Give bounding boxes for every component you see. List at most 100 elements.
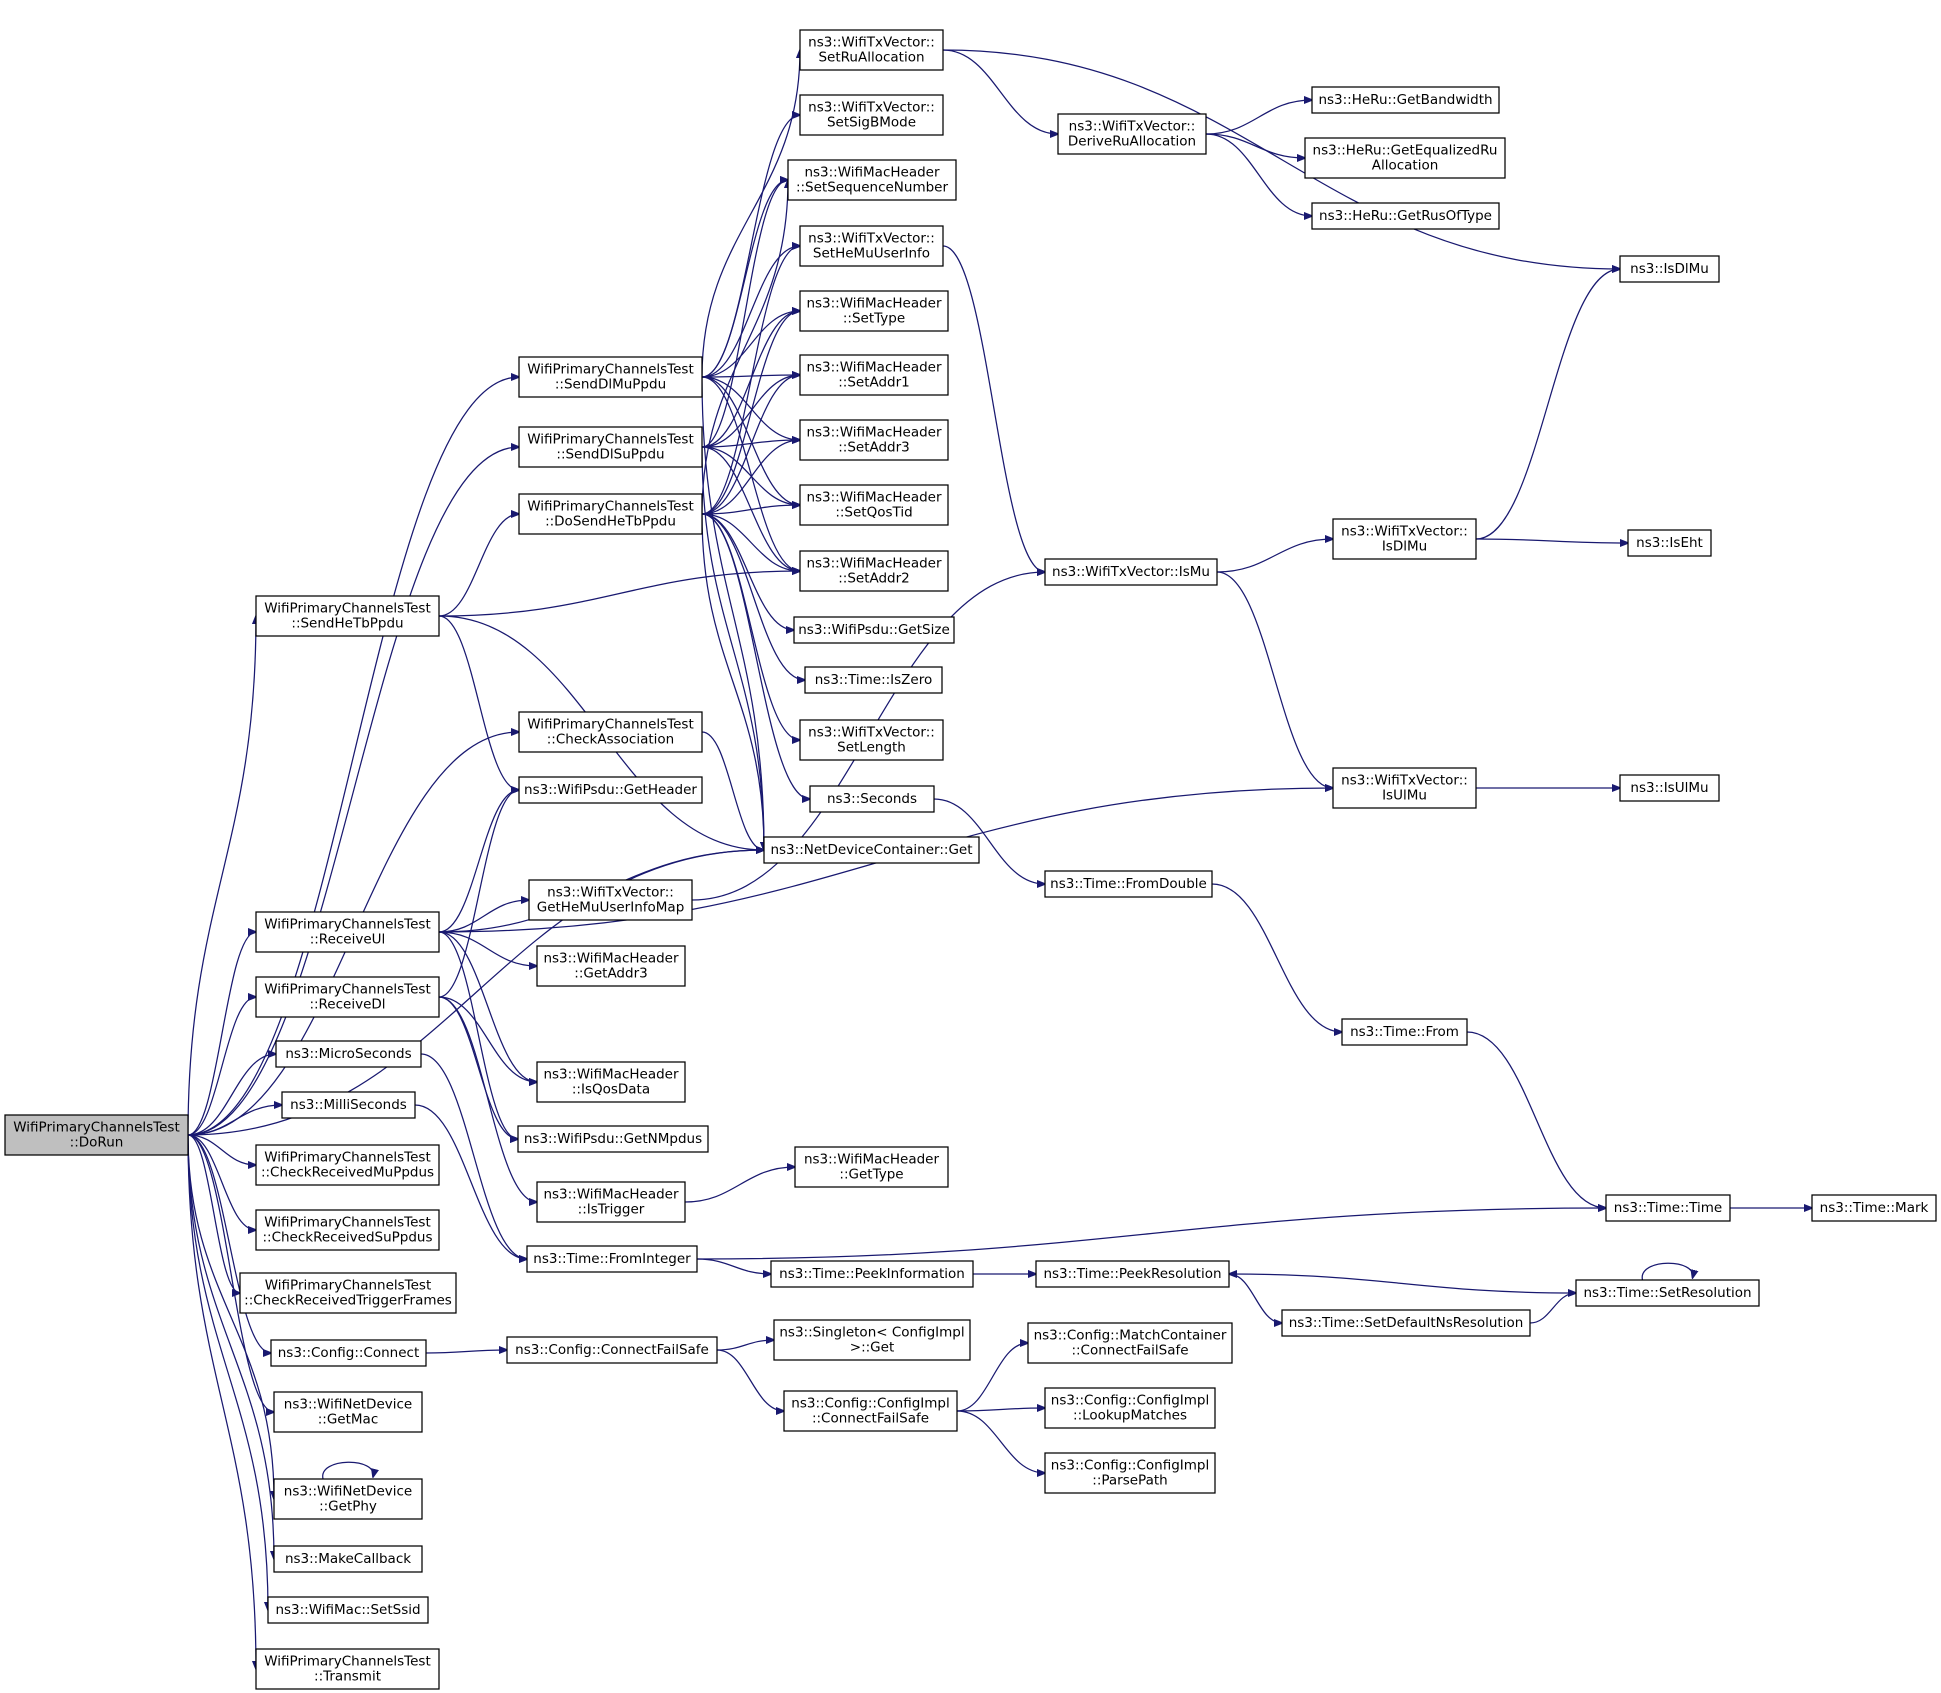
node-box	[1811, 1194, 1937, 1222]
function-node[interactable]: ns3::WifiMacHeader::SetAddr1	[799, 354, 949, 396]
call-edge	[701, 376, 800, 505]
function-node[interactable]: ns3::Time::SetResolution	[1575, 1279, 1760, 1307]
function-node[interactable]: ns3::Config::ConfigImpl::LookupMatches	[1044, 1387, 1216, 1429]
function-node[interactable]: ns3::WifiNetDevice::GetPhy	[273, 1478, 423, 1520]
node-box	[787, 159, 957, 201]
node-label: WifiPrimaryChannelsTest	[264, 1654, 431, 1670]
node-label: ns3::Time::PeekResolution	[1043, 1266, 1221, 1282]
function-node[interactable]: ns3::WifiMacHeader::GetAddr3	[536, 945, 686, 987]
function-node[interactable]: ns3::WifiNetDevice::GetMac	[273, 1391, 423, 1433]
node-label: ns3::Time::Mark	[1820, 1200, 1929, 1216]
call-edge	[187, 447, 519, 1136]
function-node[interactable]: ns3::Config::ConfigImpl::ConnectFailSafe	[783, 1390, 958, 1432]
node-box	[793, 616, 955, 644]
call-edge	[187, 1134, 256, 1165]
function-node[interactable]: ns3::WifiPsdu::GetSize	[793, 616, 955, 644]
node-box	[255, 976, 440, 1018]
function-node[interactable]: WifiPrimaryChannelsTest::SendDlMuPpdu	[518, 356, 703, 398]
node-label: ns3::Config::ConfigImpl	[1051, 1393, 1209, 1409]
function-node[interactable]: ns3::WifiTxVector::DeriveRuAllocation	[1057, 113, 1207, 155]
node-label: ns3::Config::MatchContainer	[1034, 1328, 1227, 1344]
function-node[interactable]: ns3::WifiMacHeader::GetType	[794, 1146, 949, 1188]
function-node[interactable]: WifiPrimaryChannelsTest::ReceiveUl	[255, 911, 440, 953]
function-node[interactable]: ns3::Time::Time	[1605, 1194, 1731, 1222]
function-node[interactable]: ns3::Time::Mark	[1811, 1194, 1937, 1222]
function-node[interactable]: ns3::WifiTxVector::GetHeMuUserInfoMap	[528, 879, 693, 921]
function-node[interactable]: ns3::Config::ConfigImpl::ParsePath	[1044, 1452, 1216, 1494]
function-node[interactable]: ns3::WifiTxVector::SetSigBMode	[799, 94, 944, 136]
node-box	[1044, 870, 1213, 898]
function-node[interactable]: ns3::IsUlMu	[1619, 774, 1720, 802]
node-label: ::ConnectFailSafe	[1071, 1343, 1188, 1359]
function-node[interactable]: ns3::Time::PeekResolution	[1035, 1260, 1230, 1288]
node-box	[799, 225, 944, 267]
function-node[interactable]: ns3::WifiTxVector::IsDlMu	[1332, 518, 1477, 560]
call-edge	[438, 931, 537, 966]
function-node[interactable]: WifiPrimaryChannelsTest::CheckReceivedMu…	[255, 1144, 440, 1186]
function-node[interactable]: ns3::WifiTxVector::SetHeMuUserInfo	[799, 225, 944, 267]
function-node[interactable]: WifiPrimaryChannelsTest::CheckAssociatio…	[518, 711, 703, 753]
node-box	[799, 94, 944, 136]
call-edge	[1475, 269, 1620, 540]
function-node[interactable]: ns3::WifiMac::SetSsid	[267, 1596, 429, 1624]
call-edge	[187, 1134, 256, 1669]
node-box	[799, 550, 949, 592]
node-label: ns3::Time::PeekInformation	[779, 1266, 965, 1282]
function-node[interactable]: ns3::IsDlMu	[1619, 255, 1720, 283]
function-node[interactable]: ns3::WifiTxVector::SetLength	[799, 719, 944, 761]
node-label: ns3::Config::Connect	[278, 1345, 420, 1361]
function-node[interactable]: ns3::WifiTxVector::IsMu	[1044, 558, 1218, 586]
function-node[interactable]: ns3::NetDeviceContainer::Get	[763, 836, 980, 864]
function-node[interactable]: ns3::MakeCallback	[273, 1545, 423, 1573]
function-node[interactable]: ns3::WifiMacHeader::SetAddr2	[799, 550, 949, 592]
function-node[interactable]: ns3::Singleton< ConfigImpl >::Get	[773, 1319, 971, 1361]
root-function-node[interactable]: WifiPrimaryChannelsTest::DoRun	[4, 1114, 189, 1156]
function-node[interactable]: ns3::Time::PeekInformation	[770, 1260, 974, 1288]
function-node[interactable]: ns3::WifiPsdu::GetHeader	[518, 776, 703, 804]
call-edge	[1641, 1262, 1693, 1281]
function-node[interactable]: WifiPrimaryChannelsTest::ReceiveDl	[255, 976, 440, 1018]
call-edge	[701, 375, 800, 377]
function-node[interactable]: ns3::HeRu::GetBandwidth	[1311, 86, 1500, 114]
function-node[interactable]: ns3::WifiMacHeader::SetAddr3	[799, 419, 949, 461]
call-edge	[187, 1134, 256, 1230]
function-node[interactable]: ns3::Seconds	[809, 785, 935, 813]
function-node[interactable]: WifiPrimaryChannelsTest::SendHeTbPpdu	[255, 595, 440, 637]
function-node[interactable]: WifiPrimaryChannelsTest::CheckReceivedTr…	[239, 1272, 457, 1314]
function-node[interactable]: ns3::WifiTxVector::SetRuAllocation	[799, 29, 944, 71]
function-node[interactable]: ns3::WifiMacHeader::IsTrigger	[536, 1181, 686, 1223]
function-node[interactable]: ns3::Config::Connect	[270, 1339, 427, 1367]
function-node[interactable]: ns3::WifiMacHeader::IsQosData	[536, 1061, 686, 1103]
function-node[interactable]: ns3::Time::FromInteger	[526, 1245, 698, 1273]
function-node[interactable]: ns3::WifiTxVector::IsUlMu	[1332, 767, 1477, 809]
function-node[interactable]: ns3::WifiMacHeader::SetQosTid	[799, 484, 949, 526]
function-node[interactable]: ns3::MicroSeconds	[275, 1040, 422, 1068]
call-edge	[1228, 1273, 1282, 1323]
node-label: ::IsTrigger	[578, 1202, 645, 1218]
function-node[interactable]: ns3::WifiPsdu::GetNMpdus	[517, 1125, 709, 1153]
function-node[interactable]: ns3::Time::SetDefaultNsResolution	[1281, 1309, 1531, 1337]
function-node[interactable]: ns3::WifiMacHeader::SetType	[799, 290, 949, 332]
function-node[interactable]: ns3::MilliSeconds	[281, 1091, 416, 1119]
function-node[interactable]: ns3::HeRu::GetRusOfType	[1311, 202, 1500, 230]
call-edge	[684, 1167, 795, 1203]
call-edge	[701, 246, 800, 515]
function-node[interactable]: ns3::IsEht	[1627, 529, 1712, 557]
function-node[interactable]: WifiPrimaryChannelsTest::DoSendHeTbPpdu	[518, 493, 703, 535]
function-node[interactable]: ns3::Config::MatchContainer::ConnectFail…	[1027, 1322, 1233, 1364]
node-box	[763, 836, 980, 864]
call-edge	[701, 513, 810, 799]
function-node[interactable]: ns3::Config::ConnectFailSafe	[506, 1336, 718, 1364]
function-node[interactable]: WifiPrimaryChannelsTest::CheckReceivedSu…	[255, 1209, 440, 1251]
node-label: ::SetAddr2	[838, 571, 910, 587]
node-label: ns3::WifiNetDevice	[284, 1484, 412, 1500]
call-edge	[187, 1134, 274, 1499]
function-node[interactable]: WifiPrimaryChannelsTest::SendDlSuPpdu	[518, 426, 703, 468]
node-label: ns3::IsDlMu	[1630, 261, 1709, 277]
function-node[interactable]: ns3::Time::From	[1341, 1018, 1468, 1046]
function-node[interactable]: WifiPrimaryChannelsTest::Transmit	[255, 1648, 440, 1690]
function-node[interactable]: ns3::Time::IsZero	[804, 666, 943, 694]
function-node[interactable]: ns3::Time::FromDouble	[1044, 870, 1213, 898]
function-node[interactable]: ns3::WifiMacHeader::SetSequenceNumber	[787, 159, 957, 201]
